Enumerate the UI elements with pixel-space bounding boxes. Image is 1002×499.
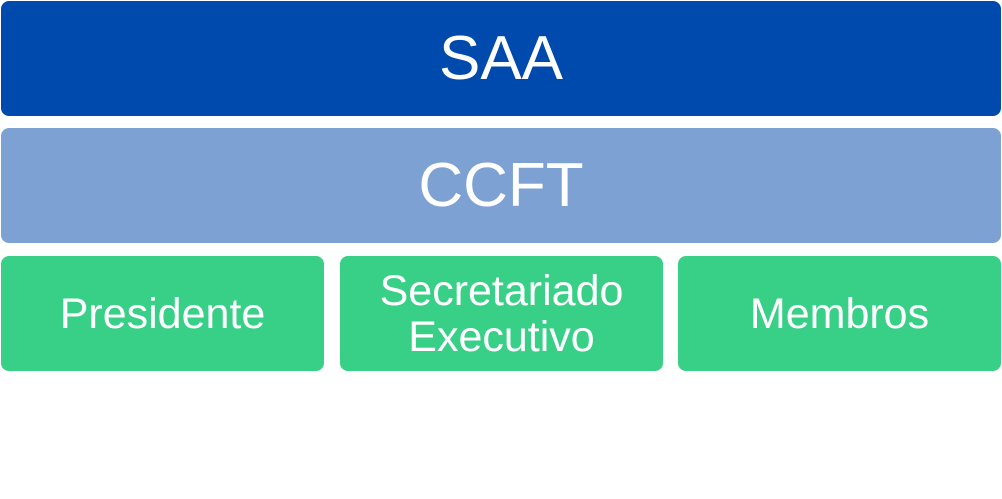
saa-label: SAA [438, 24, 564, 93]
secretariado-executivo-box: Secretariado Executivo [340, 256, 663, 371]
saa-box: SAA [1, 1, 1001, 116]
ccft-label: CCFT [418, 151, 584, 220]
presidente-label: Presidente [59, 289, 266, 338]
membros-label: Membros [749, 289, 930, 338]
presidente-box: Presidente [1, 256, 324, 371]
ccft-box: CCFT [1, 128, 1001, 243]
secretariado-executivo-label: Secretariado Executivo [379, 266, 624, 361]
membros-box: Membros [678, 256, 1001, 371]
